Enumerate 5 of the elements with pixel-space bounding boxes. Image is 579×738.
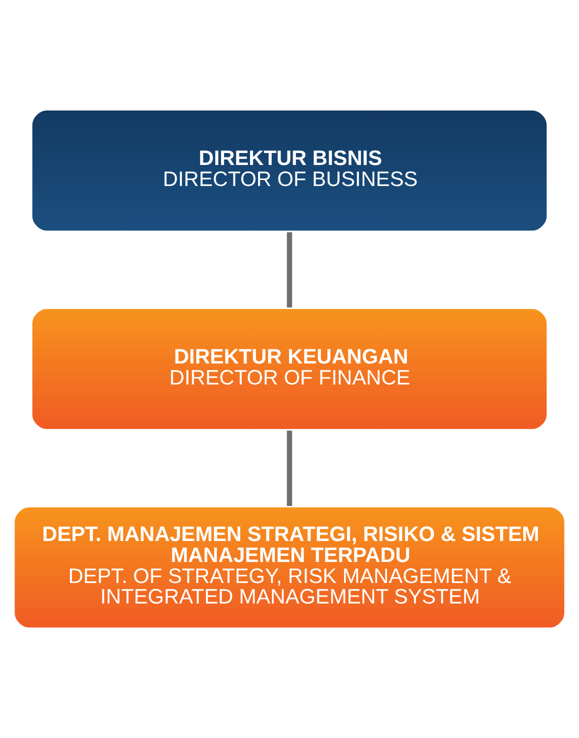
node-box: DEPT. MANAJEMEN STRATEGI, RISIKO & SISTEM MANAJEMEN TERPADU DEPT. OF STRATEGY, RISK MANAGEMENT & INTEGRATED MANAGEMENT SYSTEM [12,504,567,630]
node-box: DIREKTUR BISNIS DIRECTOR OF BUSINESS [30,108,550,234]
connector [286,232,292,308]
node-box: DIREKTUR KEUANGAN DIRECTOR OF FINANCE [30,306,550,432]
connector [286,430,292,506]
